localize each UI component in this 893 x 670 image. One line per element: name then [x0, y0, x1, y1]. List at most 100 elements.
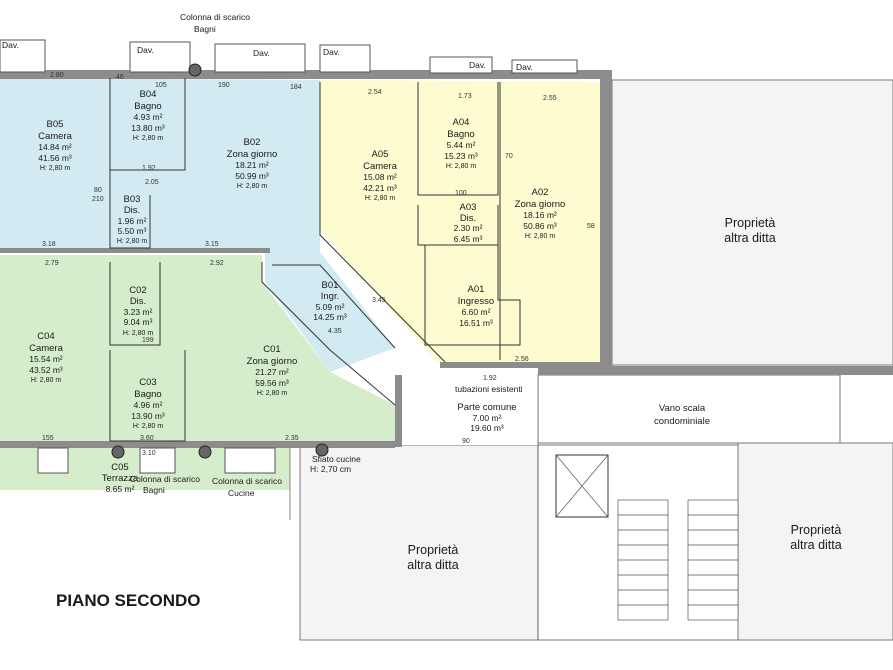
unit-b-area	[0, 78, 395, 372]
svg-text:Zona giorno: Zona giorno	[247, 356, 298, 367]
colonna-bagni-top-label-2: Bagni	[194, 24, 216, 34]
tubazioni-label: tubazioni esistenti	[455, 384, 523, 394]
dim-top-1: 2.80	[50, 72, 64, 79]
svg-text:18.21 m²: 18.21 m²	[235, 160, 269, 170]
window-1	[0, 39, 46, 73]
svg-text:50.86 m³: 50.86 m³	[523, 221, 557, 231]
svg-text:condominiale: condominiale	[654, 416, 710, 427]
room-a01: A01 Ingresso 6.60 m² 16.51 m³	[458, 284, 494, 328]
svg-text:15.54 m²: 15.54 m²	[29, 354, 63, 364]
room-parte-comune: Parte comune 7.00 m² 19.60 m³	[457, 402, 516, 433]
svg-text:B04: B04	[140, 89, 157, 100]
dav-label-6: Dav.	[516, 62, 533, 72]
wall-right-a	[600, 70, 612, 368]
svg-text:B05: B05	[47, 119, 64, 130]
svg-text:altra ditta: altra ditta	[407, 558, 458, 572]
dim-terrace: 3.10	[142, 450, 156, 457]
parte-comune-area	[400, 375, 538, 445]
dim-a02-right: 58	[587, 223, 595, 230]
svg-text:Bagno: Bagno	[134, 101, 161, 112]
svg-text:14.25 m³: 14.25 m³	[313, 312, 347, 322]
svg-text:H: 2,80 m: H: 2,80 m	[257, 390, 288, 397]
svg-text:altra ditta: altra ditta	[790, 538, 841, 552]
svg-text:C05: C05	[111, 462, 128, 473]
window-2	[129, 41, 191, 73]
svg-text:Camera: Camera	[363, 161, 398, 172]
proprieta-label-top: Proprietà altra ditta	[724, 216, 775, 245]
svg-text:6.45 m³: 6.45 m³	[454, 234, 483, 244]
dim-c03-top: 199	[142, 337, 154, 344]
svg-text:15.23 m³: 15.23 m³	[444, 151, 478, 161]
svg-text:A02: A02	[532, 187, 549, 198]
svg-text:Zona giorno: Zona giorno	[515, 199, 566, 210]
svg-text:9.04 m³: 9.04 m³	[124, 317, 153, 327]
room-c04: C04 Camera 15.54 m² 43.52 m³ H: 2,80 m	[29, 331, 64, 384]
colonna-cucine-label-1: Colonna di scarico	[212, 476, 282, 486]
window-3	[214, 43, 306, 73]
svg-text:50.99 m³: 50.99 m³	[235, 171, 269, 181]
wall-b-c	[0, 248, 270, 253]
wall-a-bottom	[440, 362, 612, 368]
dim-c-bottom-1: 155	[42, 435, 54, 442]
dim-top-4: 190	[218, 82, 230, 89]
wall-c-diag	[261, 262, 396, 406]
dim-a03-top: 100	[455, 190, 467, 197]
svg-text:6.60 m²: 6.60 m²	[462, 307, 491, 317]
wall-c03	[109, 350, 186, 442]
vano-scala-label: Vano scala condominiale	[654, 403, 710, 427]
colonna-cucine-label-2: Cucine	[228, 488, 255, 498]
svg-text:C03: C03	[139, 377, 156, 388]
window-bottom-2	[139, 447, 176, 474]
svg-text:42.21 m³: 42.21 m³	[363, 183, 397, 193]
room-c03: C03 Bagno 4.96 m² 13.90 m³ H: 2,80 m	[131, 377, 165, 430]
wall-b01-diag	[272, 264, 396, 349]
svg-text:C04: C04	[37, 331, 54, 342]
svg-text:H: 2,80 m: H: 2,80 m	[365, 195, 396, 202]
svg-text:21.27 m²: 21.27 m²	[255, 367, 289, 377]
dim-top-3: 105	[155, 82, 167, 89]
svg-text:B01: B01	[322, 280, 339, 291]
dim-a04-right: 70	[505, 153, 513, 160]
room-b02: B02 Zona giorno 18.21 m² 50.99 m³ H: 2,8…	[227, 137, 278, 190]
svg-text:Dis.: Dis.	[130, 296, 146, 307]
svg-text:H: 2,80 m: H: 2,80 m	[31, 377, 62, 384]
dim-pc-bottom: 90	[462, 438, 470, 445]
svg-text:19.60 m³: 19.60 m³	[470, 423, 504, 433]
svg-text:Proprietà: Proprietà	[725, 216, 776, 230]
svg-text:13.80 m³: 13.80 m³	[131, 123, 165, 133]
dav-label-3: Dav.	[253, 48, 270, 58]
room-b01: B01 Ingr. 5.09 m² 14.25 m³	[313, 280, 347, 322]
svg-text:18.16 m²: 18.16 m²	[523, 210, 557, 220]
svg-text:Vano scala: Vano scala	[659, 403, 706, 414]
wall-c02	[109, 262, 161, 346]
wall-a03	[417, 205, 499, 246]
dim-b-bottom-2: 3.15	[205, 241, 219, 248]
svg-text:Ingr.: Ingr.	[321, 291, 340, 302]
room-b03: B03 Dis. 1.96 m² 5.50 m³ H: 2,80 m	[117, 194, 148, 245]
dim-c-bottom-2: 3.60	[140, 435, 154, 442]
drain-bagni-bottom-icon	[111, 445, 125, 459]
dim-top-2: 46	[116, 74, 124, 81]
drain-bagni-top-icon	[188, 63, 202, 77]
room-a04: A04 Bagno 5.44 m² 15.23 m³ H: 2,80 m	[444, 117, 478, 170]
dav-label-1: Dav.	[2, 40, 19, 50]
sfiato-label-2: H: 2,70 cm	[310, 464, 351, 474]
svg-text:B02: B02	[244, 137, 261, 148]
svg-text:Ingresso: Ingresso	[458, 296, 494, 307]
dim-b04-width: 1.92	[142, 165, 156, 172]
svg-text:13.90 m³: 13.90 m³	[131, 411, 165, 421]
wall-c-right	[395, 375, 402, 447]
stair-flight	[617, 499, 739, 621]
room-a05: A05 Camera 15.08 m² 42.21 m³ H: 2,80 m	[363, 149, 398, 202]
svg-text:B03: B03	[124, 194, 141, 205]
svg-text:14.84 m²: 14.84 m²	[38, 142, 72, 152]
vano-scala-area	[537, 374, 841, 444]
wall-bottom-c	[0, 441, 395, 448]
sfiato-icon	[315, 443, 329, 457]
svg-text:4.96 m²: 4.96 m²	[134, 400, 163, 410]
svg-text:H: 2,80 m: H: 2,80 m	[237, 183, 268, 190]
proprieta-right-bottom-area	[737, 442, 893, 641]
svg-text:59.56 m³: 59.56 m³	[255, 378, 289, 388]
svg-text:3.23 m²: 3.23 m²	[124, 307, 153, 317]
